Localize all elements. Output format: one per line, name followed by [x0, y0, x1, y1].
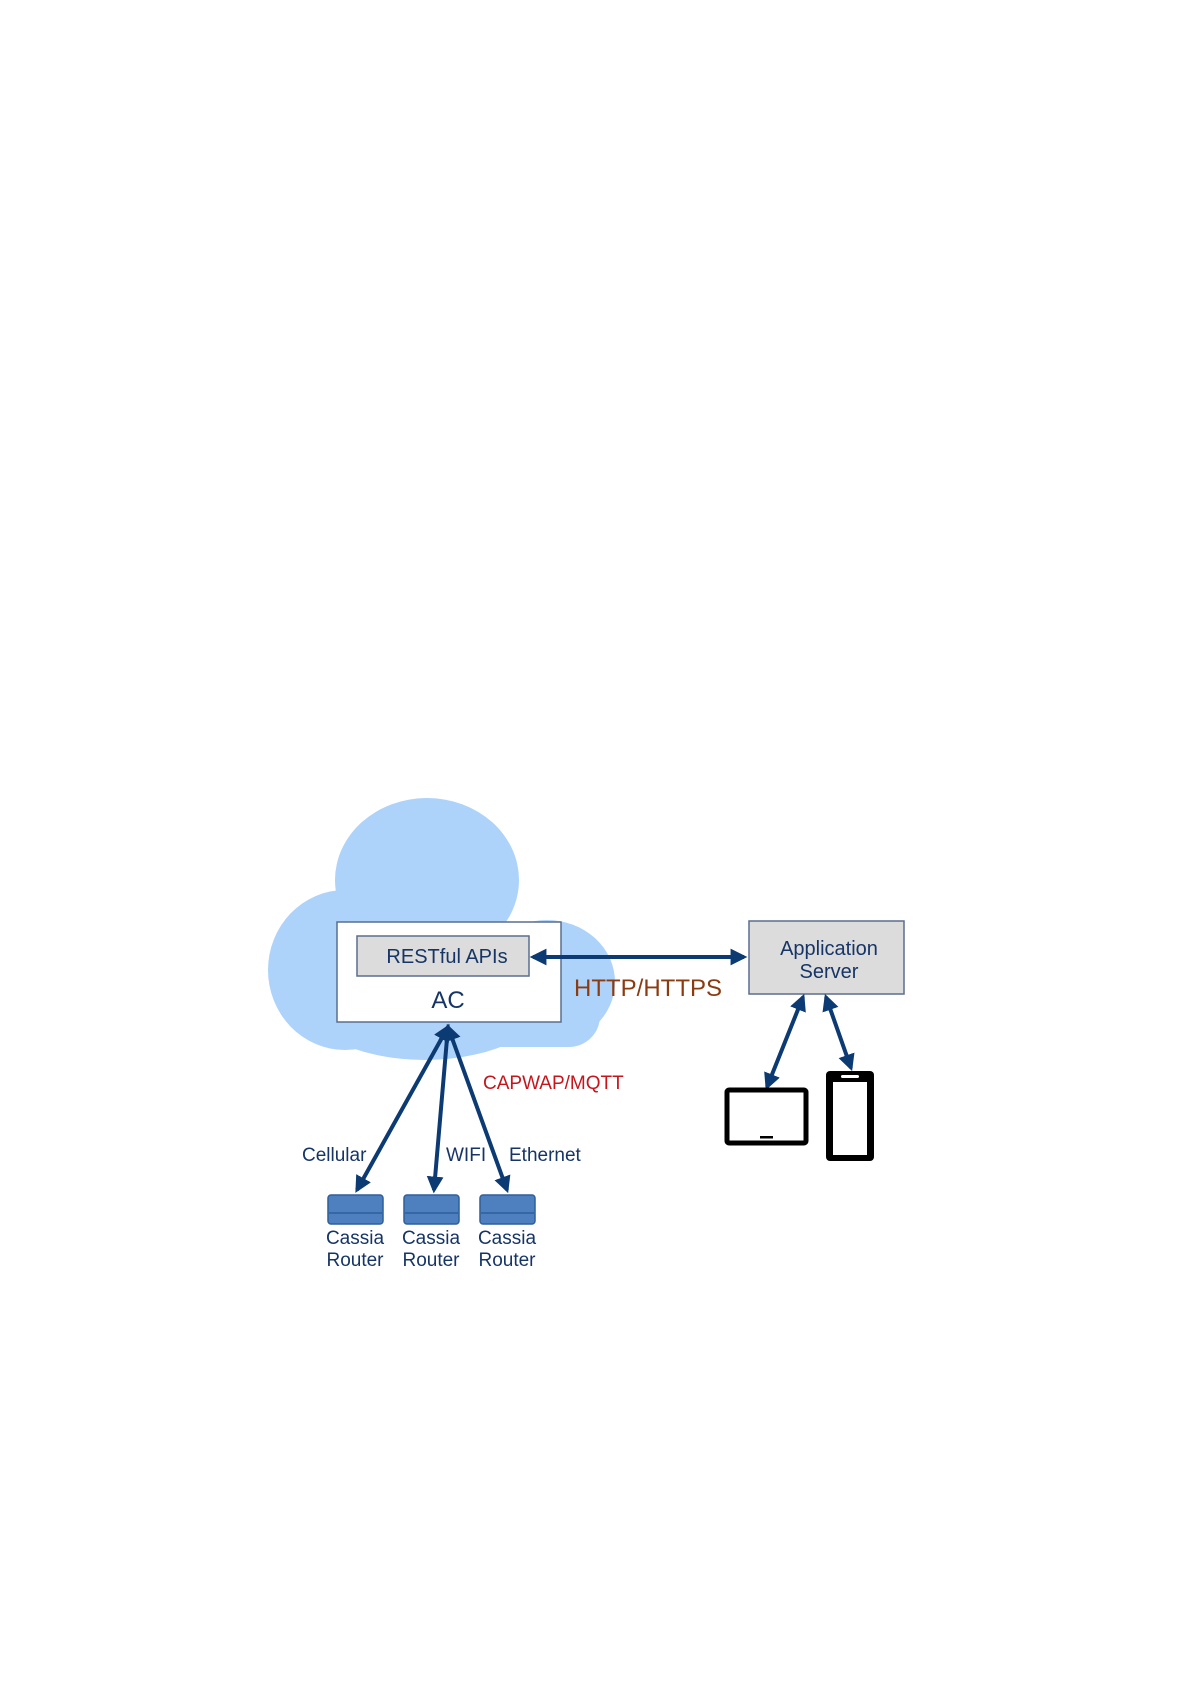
router-1: Cassia Router [326, 1195, 385, 1271]
router-2: Cassia Router [402, 1195, 461, 1271]
capwap-protocol-label: CAPWAP/MQTT [483, 1073, 624, 1094]
restful-apis-label: RESTful APIs [386, 946, 507, 968]
router-label-line2: Router [402, 1250, 460, 1271]
router-icon [328, 1195, 383, 1224]
http-protocol-label: HTTP/HTTPS [574, 975, 722, 1002]
wifi-label: WIFI [446, 1145, 486, 1166]
router-icon [480, 1195, 535, 1224]
router-label-line1: Cassia [402, 1228, 461, 1249]
tablet-arrow [767, 997, 803, 1087]
cellular-label: Cellular [302, 1145, 367, 1166]
phone-icon [826, 1071, 874, 1161]
ethernet-label: Ethernet [509, 1145, 582, 1166]
application-server-label-line1: Application [780, 938, 878, 960]
router-label-line1: Cassia [326, 1228, 385, 1249]
router-label-line1: Cassia [478, 1228, 537, 1249]
router-label-line2: Router [478, 1250, 536, 1271]
router-3: Cassia Router [478, 1195, 537, 1271]
ac-label: AC [431, 987, 464, 1014]
application-server-label-line2: Server [800, 961, 859, 983]
tablet-icon [727, 1090, 806, 1143]
router-label-line2: Router [326, 1250, 384, 1271]
phone-arrow [826, 997, 851, 1068]
router-icon [404, 1195, 459, 1224]
